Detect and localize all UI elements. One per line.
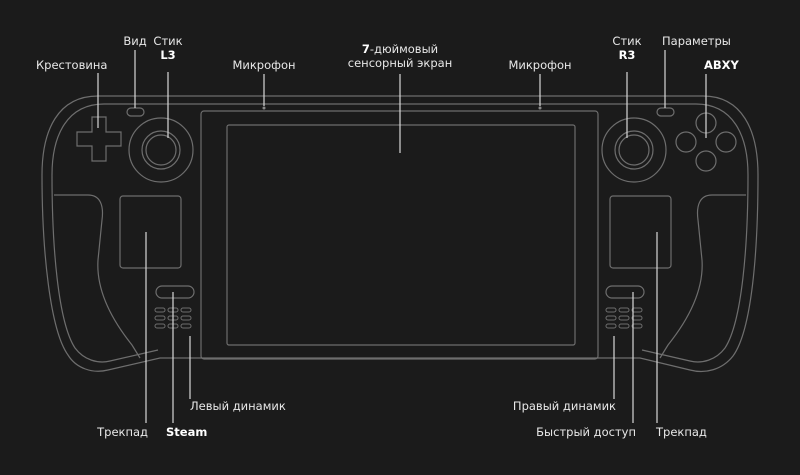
device-body-inner-outline	[104, 103, 749, 363]
left-trackpad-outline	[119, 195, 182, 269]
right-grip-line	[659, 194, 746, 359]
dpad-outline	[76, 116, 122, 162]
view-button-outline	[126, 107, 145, 117]
label-right-trackpad: Трекпад	[656, 425, 707, 439]
label-abxy: ABXY	[704, 58, 739, 72]
button-x	[675, 131, 697, 153]
button-b	[715, 131, 737, 153]
label-abxy-text: ABXY	[704, 58, 739, 72]
left-stick-inner	[145, 134, 177, 166]
label-left-stick-line2: L3	[160, 48, 176, 62]
label-screen-size: 7	[361, 42, 370, 56]
right-stick-ring	[601, 117, 667, 183]
label-screen: 7-дюймовый сенсорный экран	[330, 42, 470, 70]
label-options: Параметры	[662, 34, 731, 48]
right-mic-dot	[538, 106, 542, 110]
label-screen-line2: сенсорный экран	[347, 56, 453, 70]
button-a	[695, 150, 717, 172]
label-right-stick-line1: Стик	[612, 34, 642, 48]
device-body-inner-outline-left	[51, 103, 159, 363]
label-right-stick-line2: R3	[618, 48, 636, 62]
right-stick-outer	[614, 130, 654, 170]
label-quick-access: Быстрый доступ	[536, 425, 636, 439]
quick-access-button-outline	[605, 285, 645, 299]
label-right-speaker: Правый динамик	[512, 399, 616, 413]
touch-screen	[226, 124, 576, 346]
right-stick-inner	[618, 134, 650, 166]
label-steam: Steam	[166, 425, 207, 439]
label-screen-line1: -дюймовый	[369, 42, 439, 56]
right-trackpad-outline	[609, 195, 672, 269]
label-left-trackpad: Трекпад	[97, 425, 148, 439]
label-steam-text: Steam	[166, 425, 208, 439]
left-grip-line	[54, 194, 141, 359]
left-stick-outer	[141, 130, 181, 170]
left-mic-dot	[262, 106, 266, 110]
label-left-stick-line1: Стик	[153, 34, 183, 48]
device-body-outline	[41, 95, 759, 373]
label-left-mic: Микрофон	[232, 58, 296, 72]
label-dpad: Крестовина	[36, 58, 108, 72]
label-right-stick: Стик R3	[605, 34, 649, 62]
right-speaker-grille	[605, 307, 643, 329]
label-left-stick: Стик L3	[146, 34, 190, 62]
left-stick-ring	[128, 117, 194, 183]
steam-button-outline	[155, 285, 195, 299]
label-left-speaker: Левый динамик	[190, 399, 286, 413]
label-right-mic: Микрофон	[508, 58, 572, 72]
label-view: Вид	[123, 34, 147, 48]
options-button-outline	[656, 107, 675, 117]
